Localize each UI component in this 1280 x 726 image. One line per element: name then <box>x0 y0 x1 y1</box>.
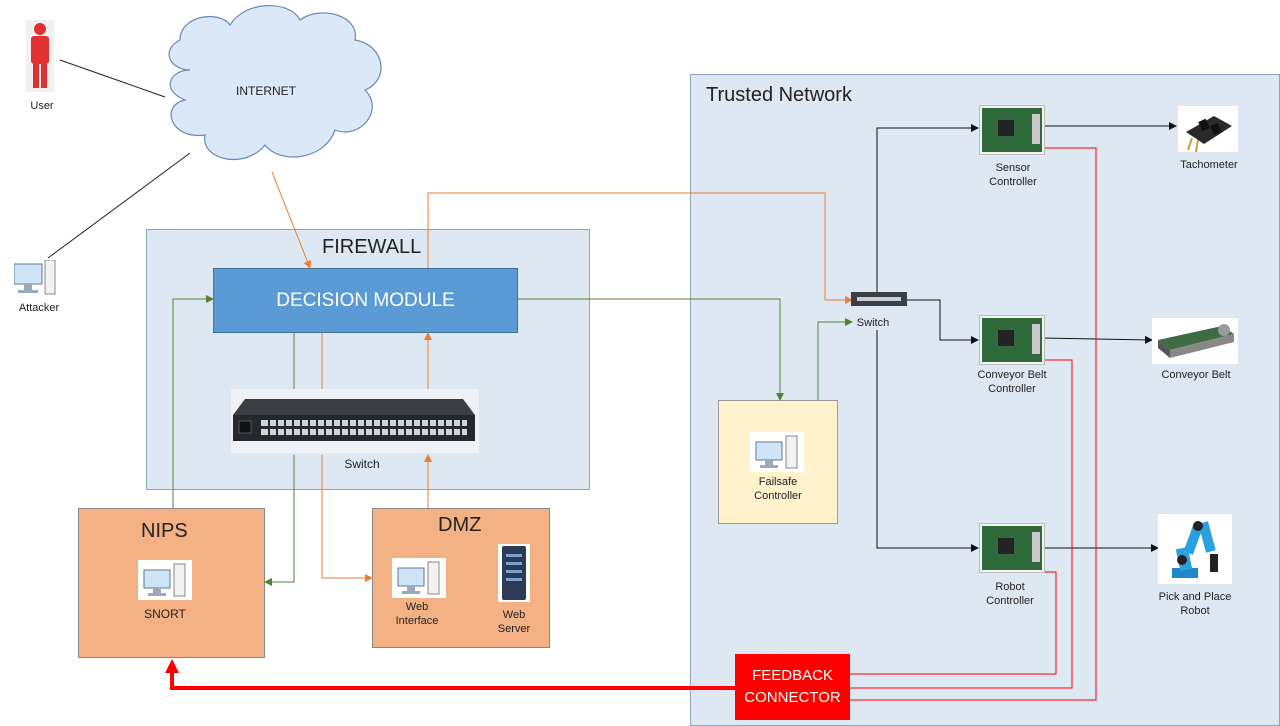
decision-module[interactable]: DECISION MODULE <box>213 268 518 333</box>
robot-arm-icon <box>1158 514 1232 584</box>
internet-label: INTERNET <box>236 84 296 98</box>
sensor-controller-board[interactable] <box>980 106 1044 154</box>
attacker-label: Attacker <box>18 302 60 314</box>
feedback-connector-label: FEEDBACK CONNECTOR <box>744 667 841 706</box>
firewall-title: FIREWALL <box>322 236 422 258</box>
tachometer-label: Tachometer <box>1180 159 1238 171</box>
nips-title: NIPS <box>141 520 188 542</box>
robot-controller-board[interactable] <box>980 524 1044 572</box>
main-switch-device[interactable] <box>231 389 479 453</box>
web-interface-computer-icon <box>392 558 446 598</box>
attacker-computer-icon <box>14 260 56 295</box>
internet-cloud[interactable] <box>150 0 400 180</box>
trusted-switch-label: Switch <box>856 317 890 329</box>
web-interface-label: Web Interface <box>395 601 439 627</box>
conveyor-belt-controller-label: Conveyor Belt Controller <box>977 369 1047 395</box>
dmz-title: DMZ <box>438 514 482 536</box>
user-label: User <box>30 100 54 112</box>
feedback-connector[interactable]: FEEDBACK CONNECTOR <box>735 654 850 720</box>
trusted-network-title: Trusted Network <box>706 84 852 106</box>
robot-controller-label: Robot Controller <box>986 581 1034 607</box>
user-icon <box>26 20 54 92</box>
web-server-label: Web Server <box>497 609 531 635</box>
pick-and-place-robot-label: Pick and Place Robot <box>1158 591 1232 617</box>
failsafe-controller-label: Failsafe Controller <box>754 476 802 502</box>
main-switch-label: Switch <box>344 457 380 471</box>
conveyor-belt-icon <box>1152 318 1238 364</box>
failsafe-computer-icon <box>750 432 804 472</box>
snort-computer-icon <box>138 560 192 600</box>
trusted-switch-icon[interactable] <box>851 292 907 306</box>
sensor-controller-label: Sensor Controller <box>989 162 1037 188</box>
web-server-icon <box>498 544 530 602</box>
snort-label: SNORT <box>144 607 186 621</box>
conveyor-belt-controller-board[interactable] <box>980 316 1044 364</box>
decision-module-label: DECISION MODULE <box>276 289 455 311</box>
conveyor-belt-label: Conveyor Belt <box>1161 369 1231 381</box>
main-switch-icon <box>231 389 479 453</box>
tachometer-icon <box>1178 106 1238 152</box>
